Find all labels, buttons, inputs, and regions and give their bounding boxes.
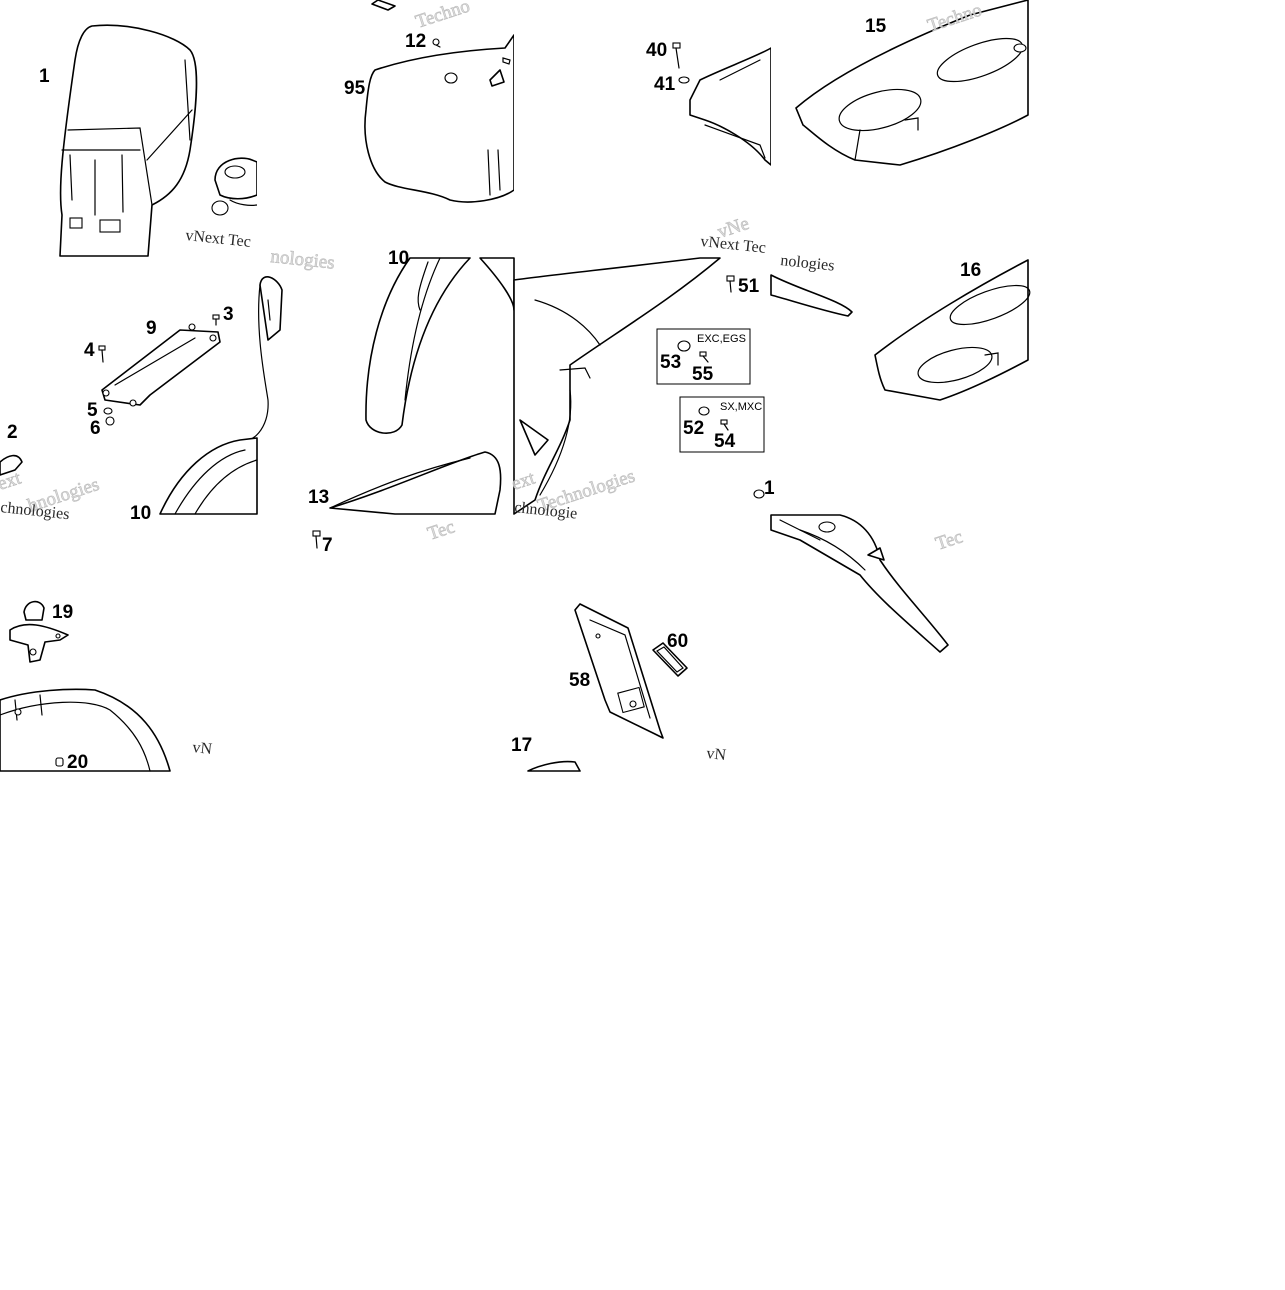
part-plate-holder-58 bbox=[574, 603, 664, 739]
part-tank-shroud bbox=[513, 257, 721, 515]
part-tank-cover-15 bbox=[795, 0, 1029, 166]
label-10b: 10 bbox=[388, 248, 409, 269]
watermark-15: Tec bbox=[933, 526, 965, 554]
label-1b: 1 bbox=[764, 478, 775, 499]
part-clamp-bracket bbox=[211, 157, 258, 216]
part-side-panel bbox=[689, 47, 772, 166]
variant-box-sx-mxc bbox=[679, 396, 765, 453]
part-bolt-40 bbox=[672, 42, 681, 69]
label-3: 3 bbox=[223, 304, 234, 325]
label-10a: 10 bbox=[130, 503, 151, 524]
part-nut-1b bbox=[753, 489, 765, 499]
variant-label-sx-mxc: SX,MXC bbox=[720, 401, 762, 413]
watermark-16: vN bbox=[192, 739, 214, 758]
label-2: 2 bbox=[7, 422, 18, 443]
part-washer-41 bbox=[678, 76, 690, 84]
label-17: 17 bbox=[511, 735, 532, 756]
part-rear-fender-large bbox=[0, 688, 171, 772]
part-plug-20 bbox=[55, 757, 64, 767]
label-60: 60 bbox=[667, 631, 688, 652]
label-41: 41 bbox=[654, 74, 676, 95]
label-58: 58 bbox=[569, 670, 590, 691]
watermark-8: ext bbox=[0, 467, 24, 494]
part-fender-17 bbox=[527, 760, 581, 772]
watermark-11: Tec bbox=[425, 516, 457, 544]
variant-label-exc-egs: EXC,EGS bbox=[697, 333, 746, 345]
label-51: 51 bbox=[738, 276, 760, 297]
label-1: 1 bbox=[39, 66, 50, 87]
label-53: 53 bbox=[660, 352, 681, 373]
part-strap bbox=[239, 276, 283, 442]
label-54: 54 bbox=[714, 431, 736, 452]
label-12: 12 bbox=[405, 31, 426, 52]
watermark-14: chnologie bbox=[514, 499, 579, 523]
part-nut-6 bbox=[105, 416, 115, 426]
label-13: 13 bbox=[308, 487, 329, 508]
part-bolt-51 bbox=[726, 275, 735, 293]
tile-gaps bbox=[257, 0, 773, 257]
label-95: 95 bbox=[344, 78, 366, 99]
part-screw-4 bbox=[98, 345, 106, 363]
label-4: 4 bbox=[84, 340, 95, 361]
label-52: 52 bbox=[683, 418, 704, 439]
part-screw-3 bbox=[212, 314, 220, 326]
watermark-6: nologies bbox=[269, 246, 335, 274]
watermark-1: Techno bbox=[413, 0, 472, 33]
part-headlight-mask bbox=[59, 24, 198, 257]
label-20: 20 bbox=[67, 752, 88, 773]
label-55: 55 bbox=[692, 364, 714, 385]
part-spoiler bbox=[770, 274, 853, 317]
variant-box-exc-egs bbox=[656, 328, 751, 385]
label-40: 40 bbox=[646, 40, 667, 61]
watermark-4: vNext Tec bbox=[700, 233, 767, 257]
label-5: 5 bbox=[87, 400, 98, 421]
label-15: 15 bbox=[865, 16, 887, 37]
part-bracket-19 bbox=[9, 600, 69, 663]
label-9: 9 bbox=[146, 318, 157, 339]
part-rear-fender-10 bbox=[159, 437, 258, 515]
watermark-17: vN bbox=[706, 745, 728, 764]
label-6: 6 bbox=[90, 418, 101, 439]
part-screw-12 bbox=[432, 38, 441, 48]
part-front-fender bbox=[365, 257, 515, 434]
label-7: 7 bbox=[322, 535, 333, 556]
part-bracket-9 bbox=[101, 323, 221, 407]
part-front-fender-right bbox=[770, 514, 949, 653]
part-left-piece-2 bbox=[0, 454, 23, 476]
part-numbers: 1 95 12 40 41 15 9 3 4 5 6 2 10 10 13 7 … bbox=[7, 16, 981, 773]
label-19: 19 bbox=[52, 602, 73, 623]
part-tank-cover-16 bbox=[874, 259, 1031, 401]
part-reflector-60 bbox=[652, 642, 688, 677]
variant-labels: EXC,EGS SX,MXC bbox=[697, 333, 762, 413]
label-16: 16 bbox=[960, 260, 981, 281]
watermark-7: nologies bbox=[780, 252, 836, 275]
part-washer-5 bbox=[103, 407, 113, 415]
part-side-number-plate-13 bbox=[329, 451, 502, 515]
watermark-3: vNext Tec bbox=[185, 227, 252, 251]
part-number-plate bbox=[364, 0, 515, 203]
part-screw-7 bbox=[312, 530, 321, 549]
